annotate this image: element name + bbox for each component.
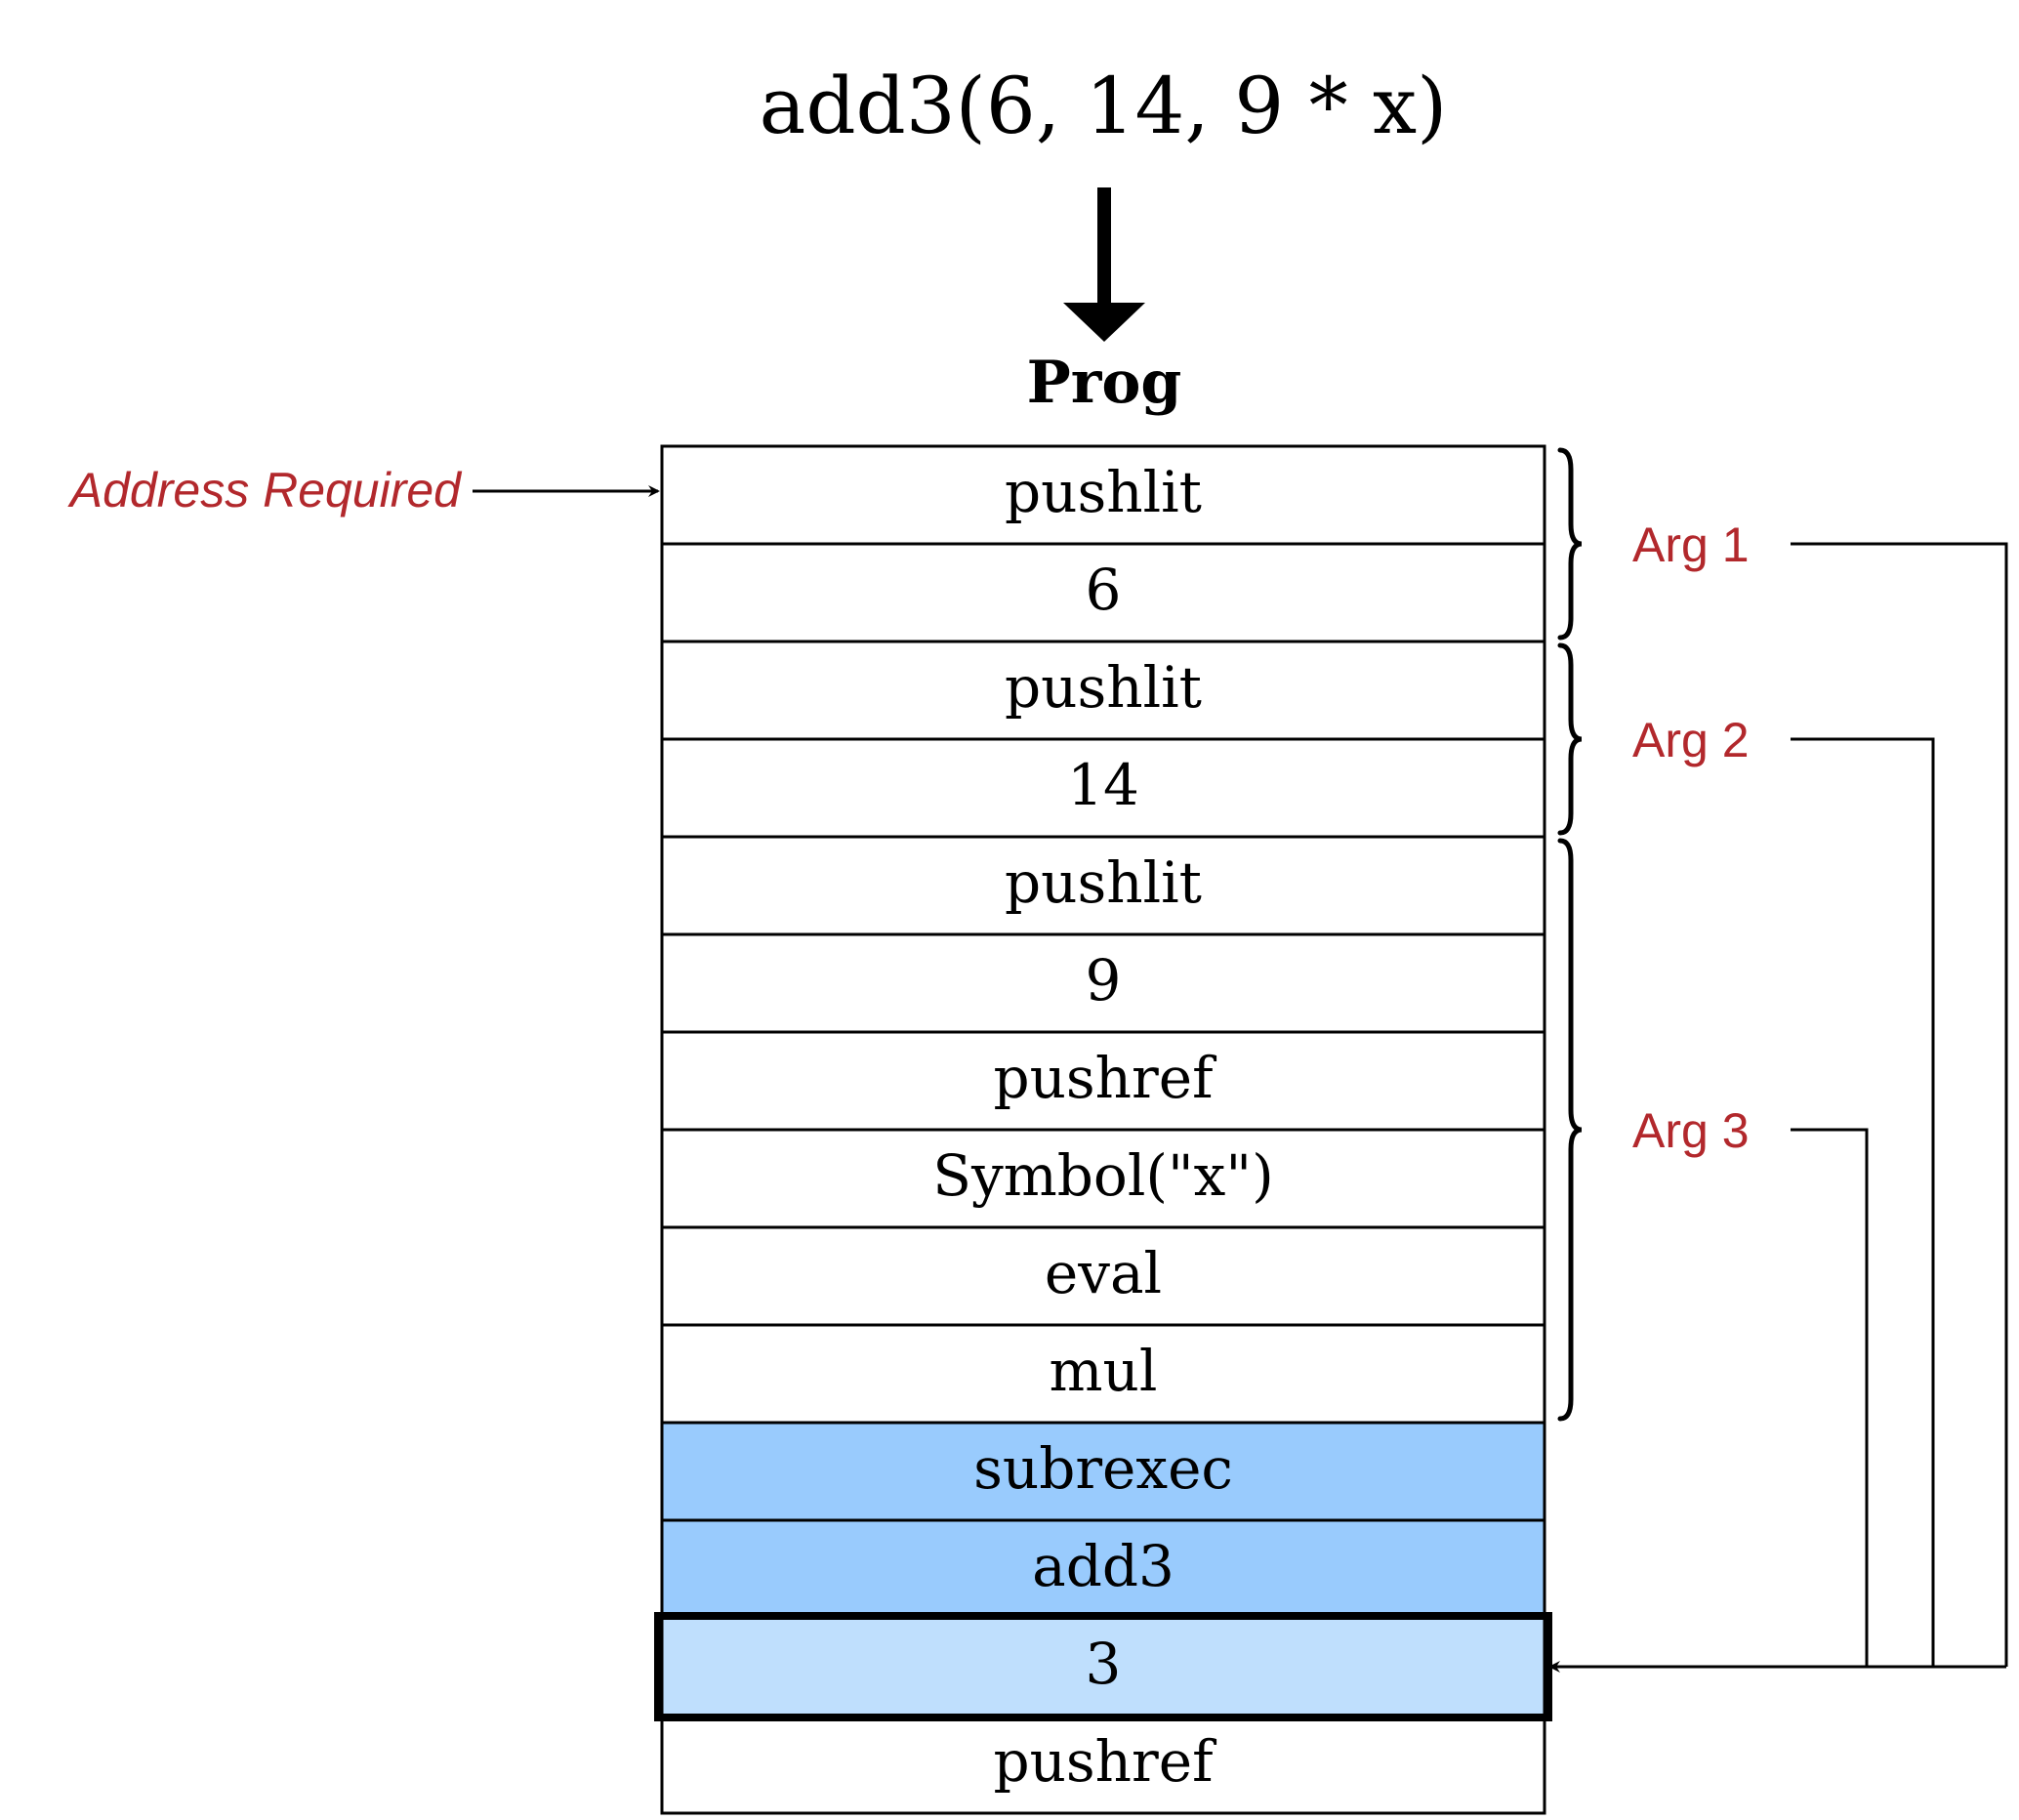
prog-cell: subrexec: [660, 1421, 1546, 1522]
prog-cell-box: [660, 835, 1546, 936]
prog-cell: 14: [660, 737, 1546, 839]
prog-cell-text: add3: [1032, 1533, 1174, 1599]
prog-cell: 9: [660, 932, 1546, 1034]
arg-connector-line: [1791, 1128, 1869, 1667]
arg-brace: [1557, 642, 1583, 836]
prog-cell-box: [660, 1225, 1546, 1327]
down-arrow-icon: [1063, 187, 1145, 342]
prog-cell: Symbol("x"): [660, 1128, 1546, 1229]
prog-cell-box: [660, 1128, 1546, 1229]
arg-connectors: [1548, 542, 2008, 1673]
arg-braces: Arg 1 Arg 2 Arg 3: [1557, 447, 1750, 1422]
prog-cell-text: pushlit: [1005, 654, 1202, 721]
arg-label: Arg 3: [1632, 1103, 1750, 1158]
prog-cell-text: 3: [1086, 1631, 1122, 1697]
expression-title: add3(6, 14, 9 * x): [760, 61, 1448, 151]
arg-brace: [1557, 447, 1583, 641]
prog-cell-text: 6: [1086, 557, 1122, 623]
prog-cell-text: pushref: [993, 1728, 1216, 1795]
prog-cell: pushlit: [660, 835, 1546, 936]
prog-cell-box: [660, 542, 1546, 643]
prog-cell-text: pushref: [993, 1045, 1216, 1111]
prog-cell: pushref: [660, 1030, 1546, 1132]
arg-label: Arg 2: [1632, 713, 1750, 767]
prog-cell-text: Symbol("x"): [932, 1142, 1273, 1209]
prog-cell-box: [660, 1518, 1546, 1620]
prog-cell: 6: [660, 542, 1546, 643]
prog-cell-box: [660, 1421, 1546, 1522]
prog-cell-box: [660, 1030, 1546, 1132]
prog-cell-text: eval: [1045, 1240, 1162, 1306]
prog-label: Prog: [1027, 349, 1182, 417]
address-required-label: Address Required: [67, 463, 463, 517]
prog-cell: mul: [660, 1323, 1546, 1425]
prog-cell-text: 14: [1067, 752, 1139, 818]
prog-cell-text: pushlit: [1005, 849, 1202, 916]
prog-cell-box: [660, 1714, 1546, 1815]
prog-cell: pushref: [660, 1714, 1546, 1815]
prog-cell: add3: [660, 1518, 1546, 1620]
prog-cell-text: mul: [1050, 1338, 1158, 1404]
prog-cell: pushlit: [660, 444, 1546, 546]
prog-cell: eval: [660, 1225, 1546, 1327]
address-required-pointer: Address Required: [67, 463, 660, 517]
prog-cell: pushlit: [660, 640, 1546, 741]
prog-cell-box: [660, 1323, 1546, 1425]
prog-cell: 3: [660, 1616, 1546, 1717]
arg-label: Arg 1: [1632, 517, 1750, 572]
prog-cell-text: 9: [1086, 947, 1122, 1013]
prog-cell-box: [660, 932, 1546, 1034]
arg-connector-line: [1791, 542, 2008, 1667]
prog-cell-box: [660, 737, 1546, 839]
arg-brace: [1557, 838, 1583, 1422]
prog-cells: pushlit6pushlit14pushlit9pushrefSymbol("…: [654, 444, 1552, 1815]
arg-connector-line: [1791, 737, 1935, 1667]
prog-cell-text: subrexec: [973, 1435, 1233, 1502]
prog-cell-text: pushlit: [1005, 459, 1202, 525]
